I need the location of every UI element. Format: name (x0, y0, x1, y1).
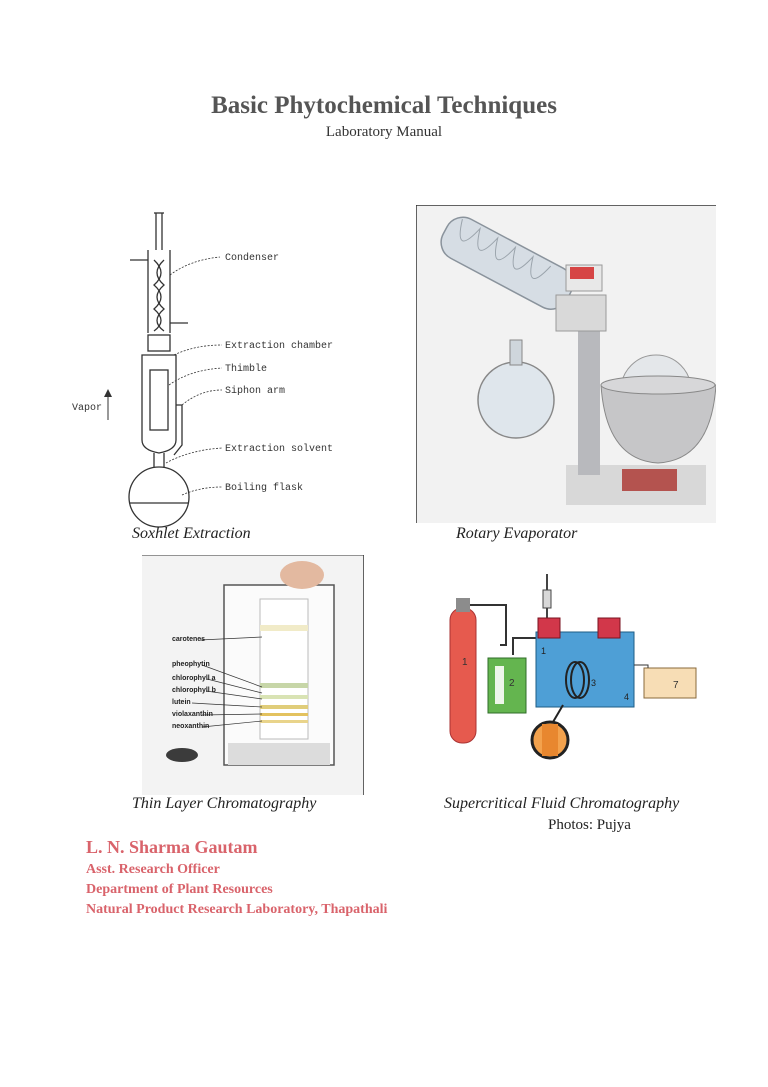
label-vapor: Vapor (72, 403, 102, 414)
label-chlorophyll-b: chlorophyll b (172, 687, 216, 694)
author-lab: Natural Product Research Laboratory, Tha… (86, 902, 388, 917)
sfc-label-3: 3 (591, 678, 596, 688)
document-title: Basic Phytochemical Techniques (211, 92, 557, 119)
author-department: Department of Plant Resources (86, 882, 273, 897)
photo-credit: Photos: Pujya (548, 817, 631, 833)
tlc-photo: carotenes pheophytin chlorophyll a chlor… (142, 555, 364, 795)
soxhlet-diagram: Condenser Extraction chamber Thimble Sip… (72, 212, 333, 528)
author-name: L. N. Sharma Gautam (86, 837, 258, 857)
label-condenser: Condenser (225, 252, 279, 264)
label-extraction-solvent: Extraction solvent (225, 443, 333, 455)
rotary-evaporator-photo (416, 205, 716, 523)
caption-rotary: Rotary Evaporator (456, 525, 578, 542)
sfc-label-2: 2 (509, 678, 515, 689)
sfc-label-4: 4 (624, 692, 629, 702)
label-neoxanthin: neoxanthin (172, 723, 209, 730)
label-siphon-arm: Siphon arm (225, 385, 285, 397)
label-chlorophyll-a: chlorophyll a (172, 675, 216, 682)
sfc-label-1: 1 (462, 657, 468, 668)
caption-soxhlet: Soxhlet Extraction (132, 525, 251, 542)
author-position: Asst. Research Officer (86, 862, 220, 877)
label-carotenes: carotenes (172, 636, 205, 643)
label-lutein: lutein (172, 699, 191, 706)
label-violaxanthin: violaxanthin (172, 711, 213, 718)
label-extraction-chamber: Extraction chamber (225, 340, 333, 352)
document-subtitle: Laboratory Manual (325, 124, 443, 140)
sfc-label-7: 7 (673, 680, 679, 691)
sfc-label-oven: 1 (541, 646, 546, 656)
label-pheophytin: pheophytin (172, 661, 210, 668)
caption-sfc: Supercritical Fluid Chromatography (444, 795, 680, 812)
label-thimble: Thimble (225, 363, 267, 375)
sfc-diagram: 1 2 1 3 4 7 (449, 574, 697, 760)
label-boiling-flask: Boiling flask (225, 482, 303, 494)
caption-tlc: Thin Layer Chromatography (132, 795, 317, 812)
